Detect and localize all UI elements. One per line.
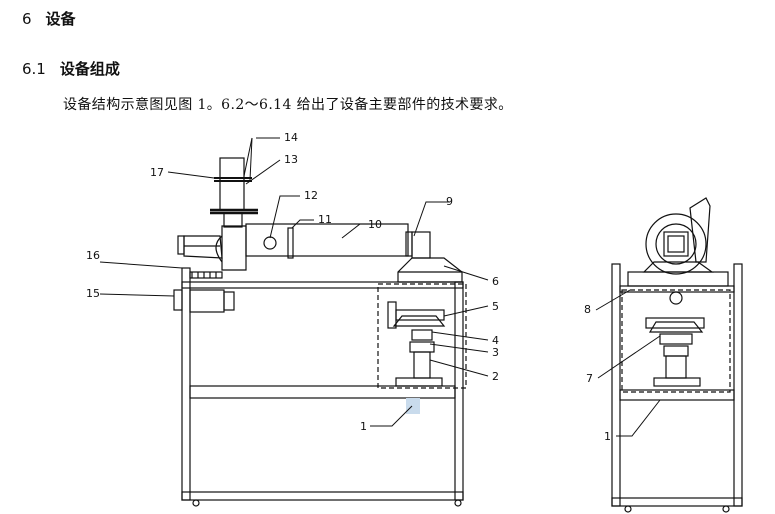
callout-6: 6 — [492, 275, 499, 288]
callout-10: 10 — [368, 218, 382, 231]
subsection-number: 6.1 — [22, 60, 46, 78]
callout-13: 13 — [284, 153, 298, 166]
section-heading: 6 设备 — [22, 8, 76, 29]
callout-5: 5 — [492, 300, 499, 313]
left-leader-lines — [99, 137, 489, 427]
subsection-title: 设备组成 — [59, 60, 120, 78]
right-frame — [611, 263, 743, 513]
right-chamber — [621, 289, 731, 393]
left-frame — [181, 267, 464, 507]
right-leader-lines — [595, 289, 661, 437]
callout-9: 9 — [446, 195, 453, 208]
section-title: 设备 — [45, 10, 76, 28]
callout-11: 11 — [318, 213, 332, 226]
callout-4: 4 — [492, 334, 499, 347]
callout-3: 3 — [492, 346, 499, 359]
callout-7: 7 — [586, 372, 593, 385]
exhaust-stack — [210, 157, 463, 283]
callout-17: 17 — [150, 166, 164, 179]
test-chamber — [377, 283, 467, 414]
callout-2: 2 — [492, 370, 499, 383]
right-fan — [627, 197, 729, 305]
callout-8: 8 — [584, 303, 591, 316]
callout-1-right: 1 — [604, 430, 611, 443]
section-number: 6 — [22, 10, 32, 28]
intro-paragraph: 设备结构示意图见图 1。6.2～6.14 给出了设备主要部件的技术要求。 — [63, 97, 513, 113]
callout-16: 16 — [86, 249, 100, 262]
callout-1-left: 1 — [360, 420, 367, 433]
callout-12: 12 — [304, 189, 318, 202]
subsection-heading: 6.1 设备组成 — [22, 58, 120, 79]
callout-14: 14 — [284, 131, 298, 144]
side-components — [173, 235, 235, 313]
callout-15: 15 — [86, 287, 100, 300]
